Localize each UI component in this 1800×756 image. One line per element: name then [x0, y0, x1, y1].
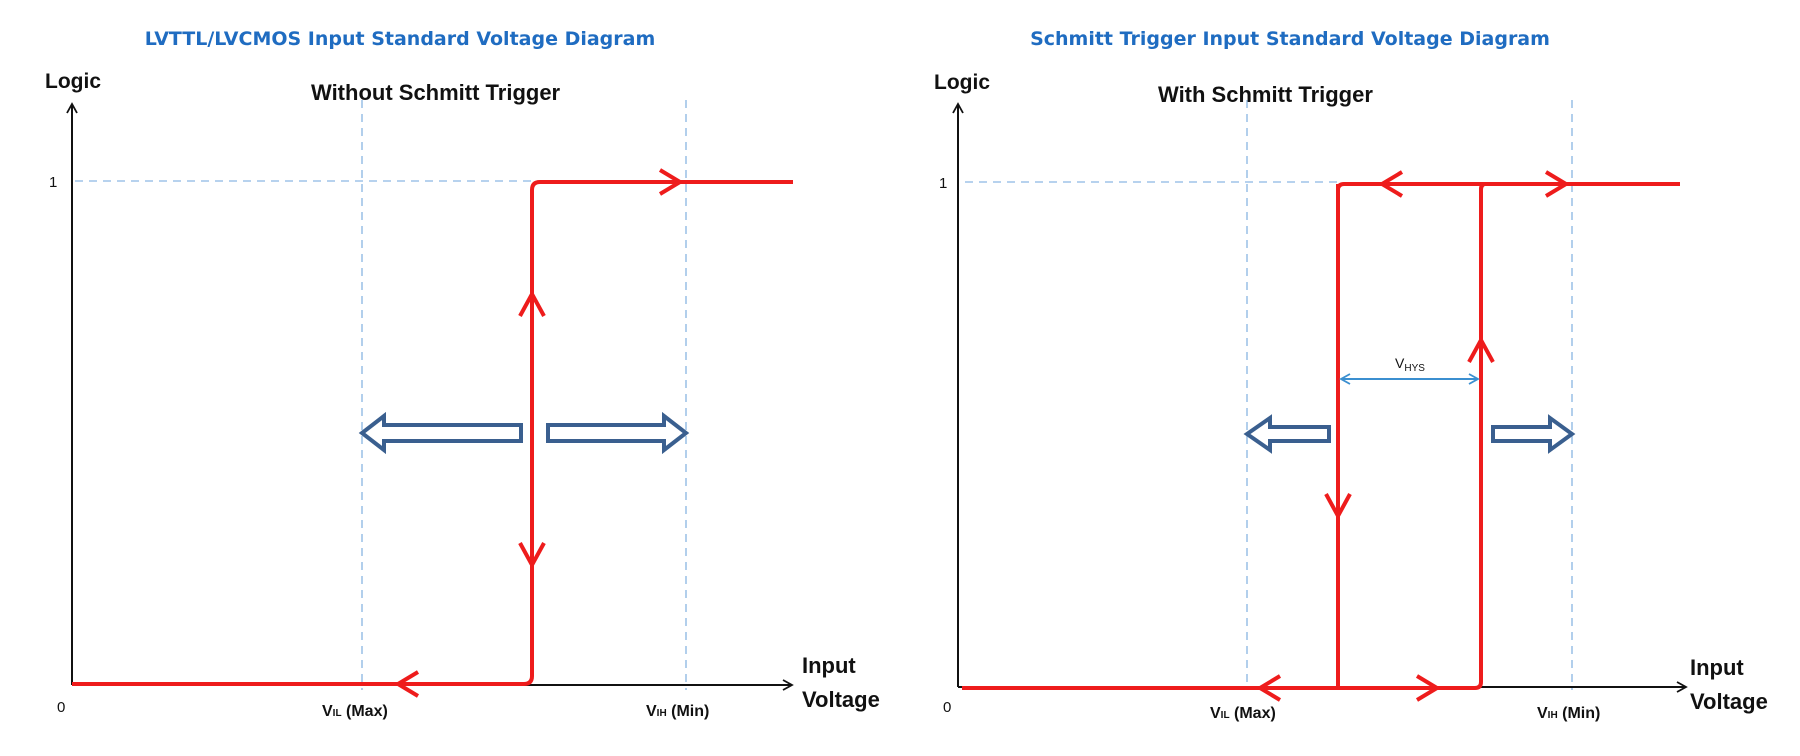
curve-arrow-left-bottom: [394, 670, 420, 698]
curve-arrow-left-bottom: [1256, 674, 1282, 702]
vil-max-label: VIL (Max): [322, 703, 388, 720]
tick-zero-label: 0: [943, 699, 951, 716]
vih-min-label: VIH (Min): [1537, 705, 1600, 722]
right-diagram-svg: Logic With Schmitt Trigger 1 0 Input Vol…: [934, 71, 1768, 722]
left-diagram-panel: LVTTL/LVCMOS Input Standard Voltage Diag…: [45, 28, 880, 720]
curve-arrow-down: [518, 542, 546, 570]
block-arrow-right: [546, 411, 690, 455]
diagram-subtitle: With Schmitt Trigger: [1158, 82, 1373, 107]
left-diagram-title: LVTTL/LVCMOS Input Standard Voltage Diag…: [144, 28, 656, 50]
left-diagram-svg: Logic Without Schmitt Trigger 1 0 Input …: [45, 70, 880, 720]
curve-arrow-up: [518, 289, 546, 317]
right-diagram-panel: Schmitt Trigger Input Standard Voltage D…: [890, 0, 1790, 756]
curve-arrow-right-top: [658, 168, 684, 196]
block-arrow-left: [1243, 414, 1331, 454]
curve-arrow-up: [1467, 335, 1495, 363]
y-axis-label: Logic: [45, 70, 101, 93]
right-diagram-title: Schmitt Trigger Input Standard Voltage D…: [1030, 28, 1550, 50]
transfer-curve: [72, 180, 793, 686]
curve-arrow-down: [1324, 493, 1352, 521]
hysteresis-label: VHYS: [1395, 355, 1425, 374]
x-axis-label-line2: Voltage: [802, 687, 880, 712]
tick-one-label: 1: [939, 175, 947, 192]
x-axis-label-line1: Input: [802, 653, 856, 678]
y-axis-label: Logic: [934, 71, 990, 94]
vih-min-label: VIH (Min): [646, 703, 709, 720]
curve-arrow-right-top: [1544, 170, 1570, 198]
x-axis-label-line1: Input: [1690, 655, 1744, 680]
curve-arrow-left-top: [1378, 170, 1404, 198]
block-arrow-right: [1491, 414, 1576, 454]
diagram-subtitle: Without Schmitt Trigger: [311, 80, 561, 105]
curve-arrow-right-bottom: [1415, 674, 1441, 702]
block-arrow-left: [358, 411, 523, 455]
hysteresis-loop-right-edge: [962, 182, 1486, 690]
tick-zero-label: 0: [57, 699, 65, 716]
vil-max-label: VIL (Max): [1210, 705, 1276, 722]
x-axis-label-line2: Voltage: [1690, 689, 1768, 714]
hysteresis-loop-upper: [1336, 182, 1486, 687]
tick-one-label: 1: [49, 174, 57, 191]
